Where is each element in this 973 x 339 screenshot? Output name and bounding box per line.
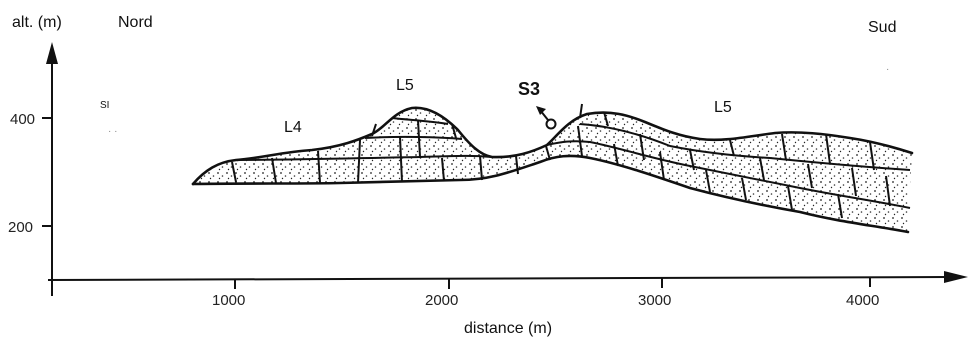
joint xyxy=(885,175,891,207)
joint xyxy=(729,139,735,157)
joint xyxy=(787,185,793,211)
y-tick-label-400: 400 xyxy=(10,111,35,128)
joints xyxy=(231,111,891,219)
unit-label-l5-left: L5 xyxy=(396,77,414,94)
y-axis-label: alt. (m) xyxy=(12,14,62,31)
joint xyxy=(869,141,875,171)
joint xyxy=(357,139,361,184)
joint xyxy=(271,157,277,184)
x-axis: 1000 2000 3000 4000 distance (m) xyxy=(47,271,968,337)
y-tick-label-200: 200 xyxy=(8,219,33,236)
x-tick-label-3000: 3000 xyxy=(638,292,671,309)
joint xyxy=(317,150,321,184)
y-axis: 400 200 alt. (m) xyxy=(8,14,62,296)
station-arrowhead xyxy=(536,106,546,115)
fault-mark xyxy=(371,123,377,137)
joint xyxy=(807,163,813,189)
joint xyxy=(613,143,619,167)
joint xyxy=(825,133,831,165)
x-axis-arrowhead xyxy=(944,271,968,283)
station-label-s3: S3 xyxy=(518,79,540,99)
x-axis-line xyxy=(47,276,951,281)
joint xyxy=(479,155,483,181)
bedding-plane-ridge xyxy=(391,117,449,125)
joint xyxy=(851,167,857,197)
joint xyxy=(545,145,551,161)
x-axis-label: distance (m) xyxy=(464,320,552,337)
north-label: Nord xyxy=(118,14,153,31)
x-tick-label-4000: 4000 xyxy=(846,292,879,309)
unit-label-l5-right: L5 xyxy=(714,99,732,116)
faint-dot-right: · xyxy=(886,64,889,75)
x-tick-label-2000: 2000 xyxy=(425,292,458,309)
joint xyxy=(837,193,843,219)
joint xyxy=(231,161,237,183)
joint xyxy=(515,155,519,175)
fault-mark xyxy=(579,103,583,119)
joint xyxy=(689,149,695,171)
joint xyxy=(741,177,747,201)
joint xyxy=(577,125,583,157)
joint xyxy=(417,119,421,158)
topographic-surface xyxy=(191,106,914,186)
station-circle xyxy=(545,118,557,130)
x-tick-label-1000: 1000 xyxy=(212,292,245,309)
bedding-plane-base xyxy=(191,154,910,234)
unit-label-l4: L4 xyxy=(284,119,302,136)
joint xyxy=(759,157,765,181)
joint xyxy=(639,133,645,161)
faint-mark-label: SI xyxy=(100,100,109,111)
south-label: Sud xyxy=(868,19,896,36)
joint xyxy=(705,169,711,193)
joint xyxy=(659,151,665,181)
station-s3-marker xyxy=(536,106,557,130)
fault-mark xyxy=(451,123,457,139)
joint xyxy=(399,136,403,183)
joint xyxy=(781,133,787,161)
y-axis-arrowhead xyxy=(46,42,58,64)
fault-marks xyxy=(371,103,583,139)
joint xyxy=(441,157,445,182)
faint-mark-symbol: · · xyxy=(108,126,117,137)
joint xyxy=(603,111,609,127)
